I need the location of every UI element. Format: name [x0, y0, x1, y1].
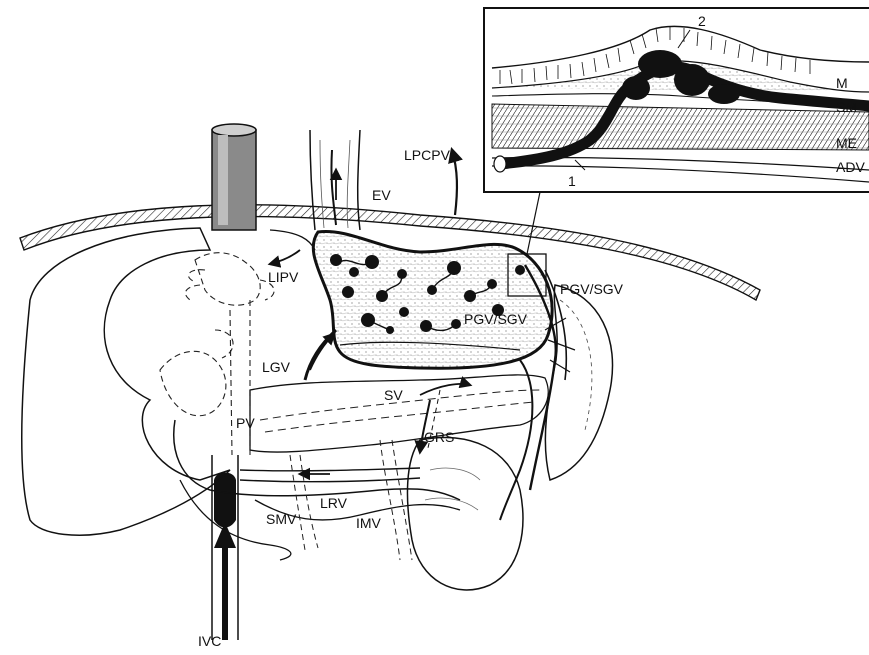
inset-marker-2: 2	[698, 13, 706, 29]
inset-marker-1: 1	[568, 173, 576, 189]
label-ev: EV	[372, 187, 391, 203]
inset-layer-adv: ADV	[836, 159, 865, 175]
label-pgv-sgv-outer: PGV/SGV	[560, 281, 624, 297]
inset-layer-m: M	[836, 75, 848, 91]
label-sv: SV	[384, 387, 403, 403]
label-imv: IMV	[356, 515, 382, 531]
inset-connector-line	[527, 192, 540, 254]
mesenteric-veins	[290, 440, 412, 560]
spleen	[545, 285, 612, 480]
lgv-arrow	[310, 334, 334, 370]
lrv-vessel	[240, 468, 420, 482]
label-grs: GRS	[424, 429, 454, 445]
label-smv: SMV	[266, 511, 297, 527]
hepatic-portal-branches	[160, 253, 274, 455]
inset-layer-sm: SM	[836, 99, 857, 115]
left-kidney	[407, 437, 522, 590]
label-lpcpv: LPCPV	[404, 147, 451, 163]
inset-panel	[484, 8, 869, 192]
label-ivc: IVC	[198, 633, 221, 649]
lpcpv-arrow	[452, 150, 457, 215]
label-lrv: LRV	[320, 495, 348, 511]
inset-layer-me: ME	[836, 135, 857, 151]
lipv-arrow	[270, 250, 300, 264]
label-lipv: LIPV	[268, 269, 299, 285]
label-pv: PV	[236, 415, 255, 431]
label-lgv: LGV	[262, 359, 291, 375]
label-pgv-sgv-inner: PGV/SGV	[464, 311, 528, 327]
stomach-section	[313, 232, 552, 369]
ivc-vessel	[212, 124, 256, 640]
